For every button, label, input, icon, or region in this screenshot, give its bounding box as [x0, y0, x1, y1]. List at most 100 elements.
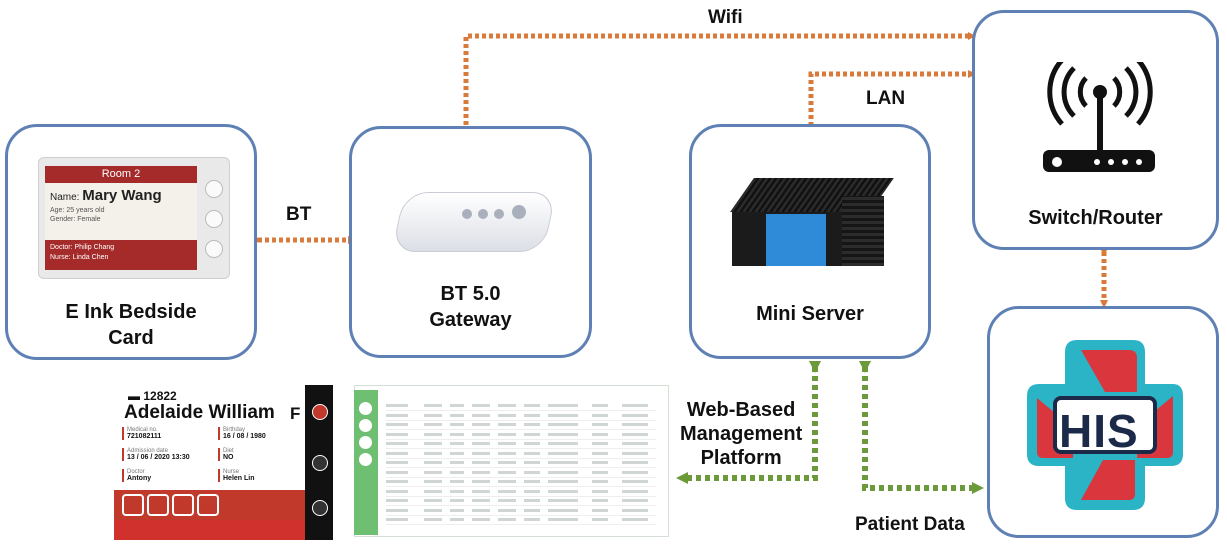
field-value: 13 / 06 / 2020 13:30	[127, 454, 190, 461]
bedside-field-6: Nurse Helen Lin	[218, 469, 255, 482]
table-cell	[592, 404, 608, 407]
mini-server-node: Mini Server	[689, 124, 931, 359]
bedside-status-icon-4	[197, 494, 219, 516]
field-value: Helen Lin	[223, 475, 255, 482]
table-cell	[524, 442, 540, 445]
bedside-sidebar-icon-2	[312, 455, 328, 471]
table-cell	[592, 423, 608, 426]
table-cell	[498, 518, 516, 521]
table-cell	[472, 432, 490, 436]
eink-patient-name: Mary Wang	[82, 187, 162, 204]
table-cell	[386, 470, 408, 474]
router-led-4	[1136, 159, 1142, 165]
table-cell	[386, 413, 408, 417]
bedside-field-2: Birthday 16 / 08 / 1980	[218, 427, 266, 440]
table-cell	[622, 499, 648, 502]
table-row	[386, 518, 656, 525]
bedside-field-5: Doctor Antony	[122, 469, 151, 482]
server-blue-panel	[766, 214, 826, 266]
table-cell	[622, 461, 648, 464]
table-cell	[472, 442, 490, 445]
table-cell	[498, 423, 516, 426]
table-cell	[424, 499, 442, 502]
table-cell	[622, 518, 648, 521]
web-nav-icon-3	[359, 436, 372, 449]
eink-gender: Gender: Female	[50, 216, 101, 223]
table-cell	[424, 413, 442, 417]
table-cell	[424, 508, 442, 512]
table-cell	[592, 499, 608, 502]
eink-button-1	[205, 180, 223, 198]
eink-room: Room 2	[45, 166, 197, 183]
table-cell	[622, 404, 648, 407]
switch-router-node: Switch/Router	[972, 10, 1219, 250]
lan-label: LAN	[866, 88, 906, 109]
table-cell	[524, 413, 540, 417]
eink-name-prefix: Name:	[50, 192, 80, 203]
table-cell	[472, 508, 490, 512]
eink-card-label: E Ink Bedside Card	[65, 301, 197, 349]
table-cell	[498, 413, 516, 417]
table-cell	[524, 499, 540, 502]
bedside-sidebar-icon-3	[312, 500, 328, 516]
gateway-led-2	[478, 209, 488, 219]
table-cell	[472, 470, 490, 474]
eink-card-device: Room 2 Name: Mary Wang Age: 25 years old…	[38, 157, 230, 279]
bedside-alert-bar	[114, 520, 305, 540]
switch-router-label: Switch/Router	[1028, 207, 1163, 229]
table-cell	[498, 489, 516, 493]
table-cell	[498, 470, 516, 474]
table-cell	[548, 470, 578, 474]
table-cell	[548, 489, 578, 493]
bedside-room-number: ▬ 12822	[128, 389, 177, 403]
table-cell	[524, 489, 540, 493]
table-cell	[472, 518, 490, 521]
table-cell	[592, 470, 608, 474]
table-row	[386, 442, 656, 449]
table-cell	[424, 451, 442, 455]
table-cell	[386, 442, 408, 445]
table-cell	[424, 442, 442, 445]
eink-button-2	[205, 210, 223, 228]
gateway-led-1	[462, 209, 472, 219]
table-cell	[548, 442, 578, 445]
table-cell	[424, 470, 442, 474]
table-cell	[498, 480, 516, 483]
table-cell	[622, 413, 648, 417]
table-row	[386, 508, 656, 516]
table-cell	[524, 518, 540, 521]
server-side	[842, 196, 884, 266]
table-cell	[450, 480, 464, 483]
table-cell	[622, 508, 648, 512]
table-cell	[548, 451, 578, 455]
table-cell	[622, 480, 648, 483]
table-cell	[498, 508, 516, 512]
table-cell	[472, 413, 490, 417]
table-cell	[524, 470, 540, 474]
table-cell	[622, 489, 648, 493]
table-cell	[472, 480, 490, 483]
table-cell	[450, 461, 464, 464]
field-label: Doctor	[127, 469, 145, 475]
eink-age: Age: 25 years old	[50, 207, 105, 214]
eink-button-3	[205, 240, 223, 258]
field-value: Antony	[127, 475, 152, 482]
field-value: NO	[223, 454, 234, 461]
table-cell	[472, 423, 490, 426]
table-cell	[498, 499, 516, 502]
table-cell	[386, 423, 408, 426]
table-cell	[592, 442, 608, 445]
table-cell	[548, 432, 578, 436]
eink-nurse: Nurse: Linda Chen	[50, 254, 109, 261]
table-cell	[498, 442, 516, 445]
bedside-field-3: Admission date 13 / 06 / 2020 13:30	[122, 448, 190, 461]
table-cell	[524, 404, 540, 407]
wifi-label: Wifi	[708, 7, 743, 28]
table-cell	[592, 489, 608, 493]
bedside-status-icon-2	[147, 494, 169, 516]
gateway-led-4	[512, 205, 526, 219]
router-led-3	[1122, 159, 1128, 165]
table-cell	[548, 518, 578, 521]
bedside-sidebar-icon-1	[312, 404, 328, 420]
eink-name-line: Name: Mary Wang	[50, 187, 162, 204]
